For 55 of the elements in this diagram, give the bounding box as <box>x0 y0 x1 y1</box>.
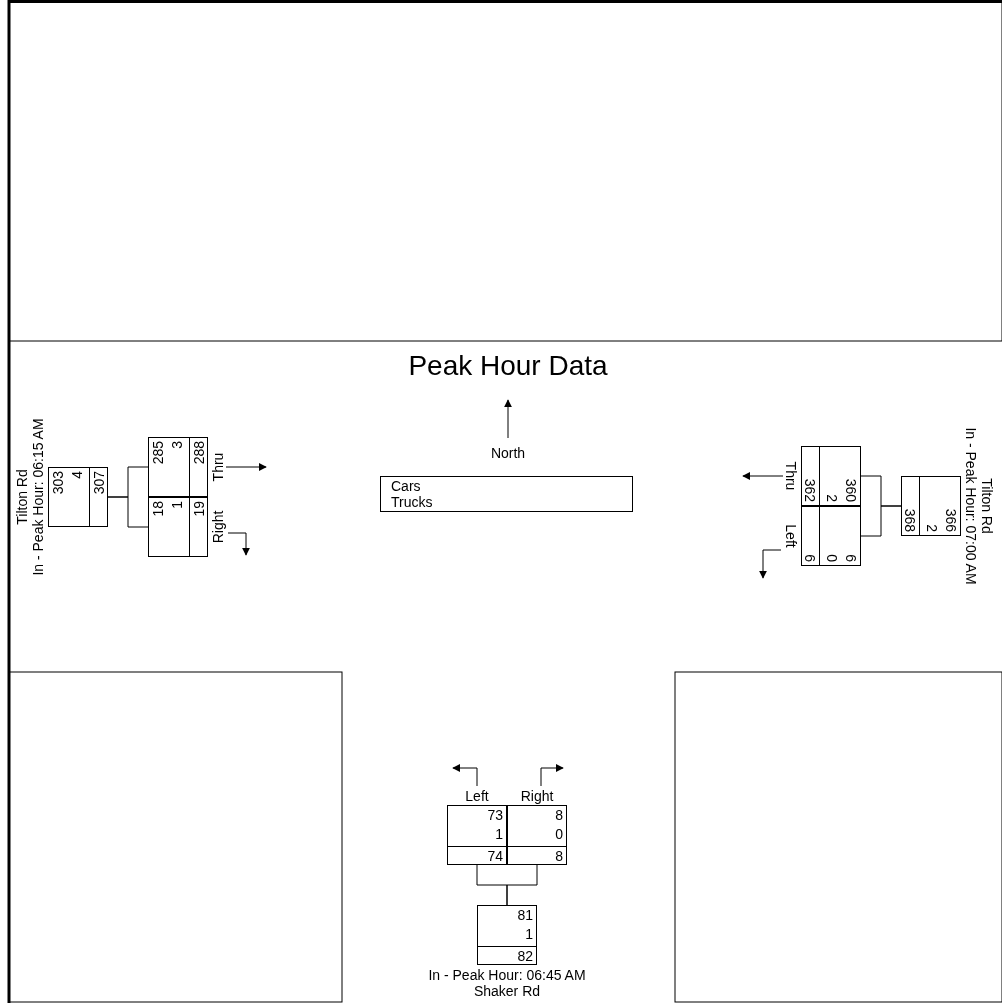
total-count: 6 <box>802 554 818 562</box>
movement-label: Left <box>465 788 489 804</box>
movement-label: Thru <box>783 461 799 491</box>
vehicle-count: 81 <box>517 907 533 923</box>
total-count: 288 <box>191 441 207 465</box>
vehicle-count: 0 <box>824 554 840 562</box>
total-count: 8 <box>555 848 563 864</box>
vehicle-count: 2 <box>824 494 840 502</box>
road-name: Shaker Rd <box>473 983 541 999</box>
road-name: Tilton Rd <box>14 469 30 525</box>
vehicle-count: 0 <box>555 826 563 842</box>
vehicle-count: 4 <box>69 471 85 479</box>
vehicle-count: 8 <box>555 807 563 823</box>
diagram-title: Peak Hour Data <box>408 350 608 382</box>
total-count: 19 <box>191 501 207 517</box>
vehicle-count: 360 <box>843 478 859 502</box>
approach-volume-box <box>48 467 108 527</box>
connector-line <box>107 496 149 528</box>
vehicle-count: 1 <box>495 826 503 842</box>
movement-volume-box <box>148 437 208 497</box>
legend-text: Trucks <box>391 494 433 510</box>
approach-volume-box <box>901 476 961 536</box>
vehicle-count: 1 <box>525 926 533 942</box>
total-count: 74 <box>487 848 503 864</box>
vehicle-count: 3 <box>169 441 185 449</box>
connector-line <box>506 864 538 906</box>
vehicle-count: 366 <box>943 508 959 532</box>
peak-hour-label: In - Peak Hour: 06:45 AM <box>428 967 586 983</box>
road-name: Tilton Rd <box>979 478 995 534</box>
total-count: 368 <box>902 508 918 532</box>
vehicle-count: 73 <box>487 807 503 823</box>
movement-label: Thru <box>210 452 226 482</box>
movement-label: Right <box>520 788 554 804</box>
movement-volume-box <box>148 497 208 557</box>
total-count: 307 <box>91 471 107 495</box>
compass-label: North <box>490 445 526 461</box>
movement-volume-box <box>507 805 567 865</box>
movement-volume-box <box>447 805 507 865</box>
movement-volume-box <box>801 446 861 506</box>
peak-hour-label: In - Peak Hour: 06:15 AM <box>30 418 46 576</box>
approach-volume-box <box>477 905 537 965</box>
legend-text: Cars <box>391 478 421 494</box>
vehicle-count: 285 <box>150 441 166 465</box>
movement-label: Right <box>210 510 226 544</box>
vehicle-count: 2 <box>924 524 940 532</box>
vehicle-count: 303 <box>50 471 66 495</box>
total-count: 362 <box>802 478 818 502</box>
connector-line <box>860 505 902 537</box>
movement-volume-box <box>801 506 861 566</box>
peak-hour-label: In - Peak Hour: 07:00 AM <box>963 427 979 585</box>
total-count: 82 <box>517 948 533 964</box>
vehicle-count: 6 <box>843 554 859 562</box>
movement-label: Left <box>783 524 799 548</box>
vehicle-count: 1 <box>169 501 185 509</box>
vehicle-count: 18 <box>150 501 166 517</box>
